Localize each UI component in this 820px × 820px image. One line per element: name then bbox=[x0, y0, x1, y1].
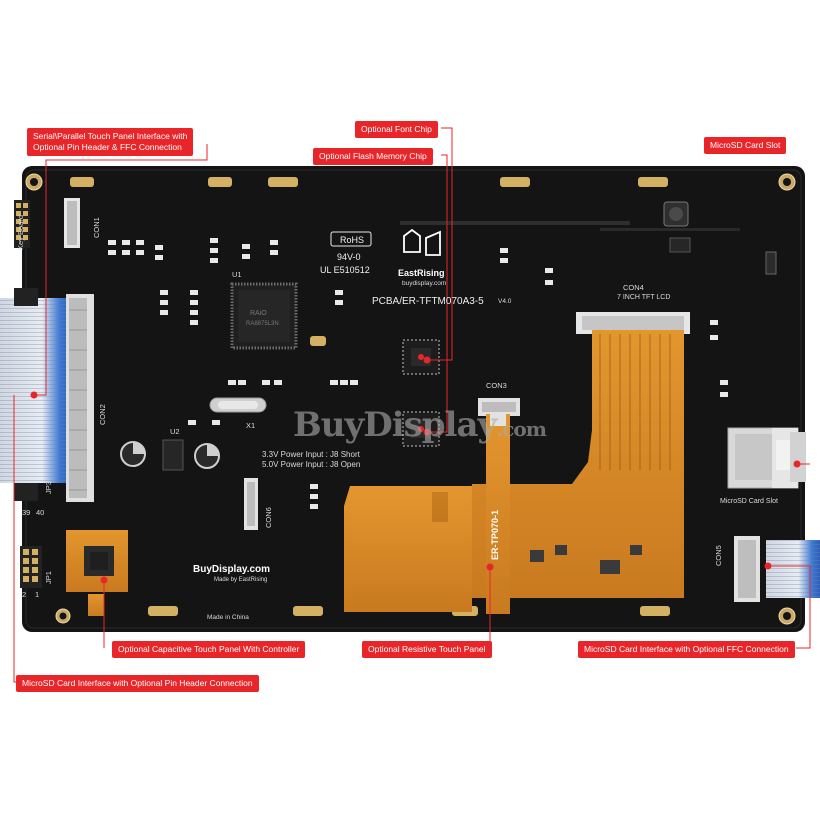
keyboard-header bbox=[14, 200, 30, 248]
callout-microsd-pin: MicroSD Card Interface with Optional Pin… bbox=[16, 675, 259, 692]
silk-con6: CON6 bbox=[264, 507, 273, 528]
silk-brand-url: buydisplay.com bbox=[402, 280, 447, 287]
callout-resistive: Optional Resistive Touch Panel bbox=[362, 641, 492, 658]
svg-text:RA8875L3N: RA8875L3N bbox=[246, 321, 279, 327]
silk-resistive-tp: ER-TP070-1 bbox=[490, 509, 500, 560]
silk-lcd-label: 7 INCH TFT LCD bbox=[617, 294, 671, 301]
font-chip bbox=[402, 339, 440, 375]
silk-con2: CON2 bbox=[98, 404, 107, 425]
silk-logo: BuyDisplay.com bbox=[193, 564, 271, 575]
watermark: BuyDisplay.com bbox=[293, 405, 547, 445]
silk-jp3: JP3 bbox=[44, 481, 53, 494]
silk-power-line1: 3.3V Power Input : J8 Short bbox=[262, 450, 360, 459]
callout-capacitive: Optional Capacitive Touch Panel With Con… bbox=[112, 641, 306, 658]
callout-serial-parallel-line2: Optional Pin Header & FFC Connection bbox=[33, 142, 182, 152]
callout-microsd-slot: MicroSD Card Slot bbox=[704, 137, 787, 154]
callout-serial-parallel-line1: Serial\Parallel Touch Panel Interface wi… bbox=[33, 131, 188, 141]
silk-con1: CON1 bbox=[92, 217, 101, 238]
silk-con5: CON5 bbox=[714, 545, 723, 566]
silk-power-line2: 5.0V Power Input : J8 Open bbox=[262, 460, 361, 469]
silk-pin-1: 1 bbox=[35, 590, 40, 599]
callout-font-chip: Optional Font Chip bbox=[355, 121, 438, 138]
chip-markers bbox=[418, 354, 424, 432]
callout-flash-chip: Optional Flash Memory Chip bbox=[313, 148, 433, 165]
callout-serial-parallel: Serial\Parallel Touch Panel Interface wi… bbox=[27, 128, 194, 156]
passives bbox=[108, 238, 728, 509]
watermark-suffix: .com bbox=[496, 417, 547, 441]
silk-brand: EastRising bbox=[398, 268, 445, 278]
silk-pcb-name: PCBA/ER-TFTM070A3-5 bbox=[372, 296, 484, 307]
mounting-holes bbox=[25, 173, 796, 625]
callout-dots bbox=[30, 356, 801, 584]
pin-header-bottom-left bbox=[20, 546, 42, 588]
silk-made-in: Made in China bbox=[207, 614, 249, 621]
silk-u2: U2 bbox=[170, 427, 180, 436]
silk-pin-2: 2 bbox=[22, 590, 27, 599]
silk-pin-39: 39 bbox=[22, 508, 31, 517]
watermark-text: BuyDisplay bbox=[293, 405, 497, 445]
silk-x1: X1 bbox=[246, 421, 256, 430]
silk-key-board: Key Board bbox=[16, 214, 25, 250]
silk-con3: CON3 bbox=[486, 381, 507, 390]
callout-leaders bbox=[13, 127, 811, 683]
silk-ul-line2: UL E510512 bbox=[320, 265, 370, 275]
silk-rohs: RoHS bbox=[340, 235, 365, 245]
svg-text:RAiO: RAiO bbox=[250, 310, 267, 317]
electrolytic-caps bbox=[120, 441, 220, 469]
lcd-flex-cable bbox=[472, 330, 684, 598]
silk-logo-sub: Made by EastRising bbox=[214, 577, 268, 583]
callout-microsd-ffc: MicroSD Card Interface with Optional FFC… bbox=[578, 641, 795, 658]
silk-ul-line1: 94V-0 bbox=[337, 252, 361, 262]
silk-pcb-version: V4.0 bbox=[498, 298, 512, 305]
silk-pin-40: 40 bbox=[36, 508, 45, 517]
silk-u1: U1 bbox=[232, 270, 242, 279]
silk-microsd-slot: MicroSD Card Slot bbox=[720, 498, 778, 505]
silk-con4: CON4 bbox=[623, 283, 644, 292]
silk-jp1: JP1 bbox=[44, 571, 53, 584]
